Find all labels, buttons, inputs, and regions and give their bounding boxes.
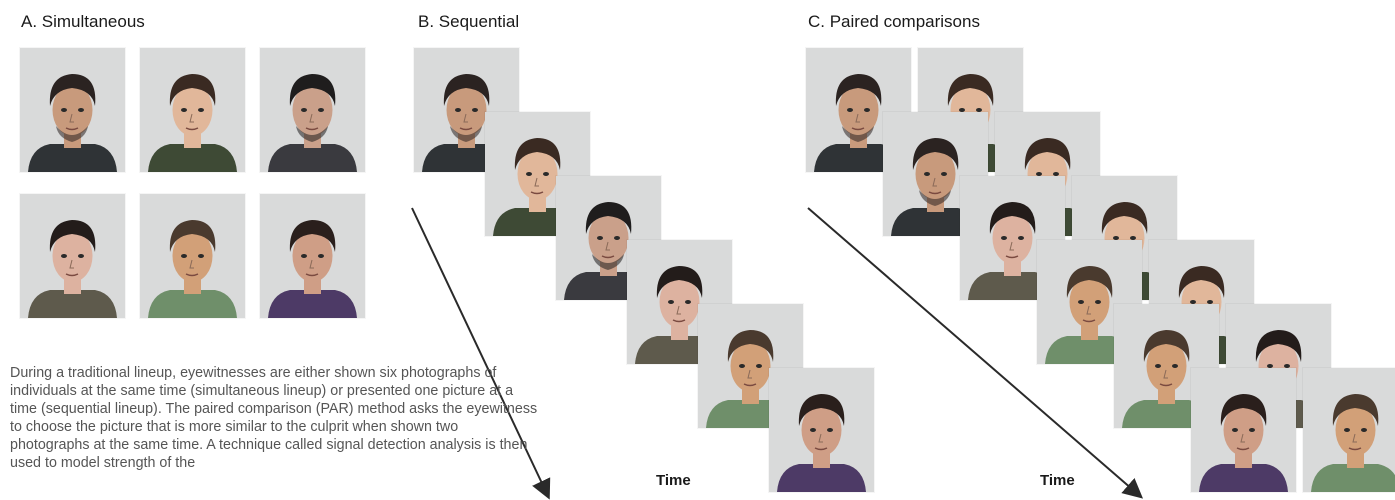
panel-a-title: A. Simultaneous xyxy=(21,12,145,31)
pair-left-photo-1 xyxy=(806,48,911,172)
lineup-photo-6 xyxy=(260,194,365,318)
time-label-c: Time xyxy=(1040,472,1075,489)
time-label-b: Time xyxy=(656,472,691,489)
sequential-photo-6 xyxy=(769,368,874,492)
panel-c-title: C. Paired comparisons xyxy=(808,12,980,31)
pair-left-photo-5 xyxy=(1114,304,1219,428)
pair-left-photo-4 xyxy=(1037,240,1142,364)
lineup-photo-2 xyxy=(140,48,245,172)
time-arrow-c xyxy=(807,207,1144,499)
lineup-photo-3 xyxy=(260,48,365,172)
pair-left-photo-6 xyxy=(1191,368,1296,492)
lineup-photo-5 xyxy=(140,194,245,318)
lineup-photo-4 xyxy=(20,194,125,318)
lineup-photo-1 xyxy=(20,48,125,172)
sequential-photo-4 xyxy=(627,240,732,364)
figure-caption: During a traditional lineup, eyewitnesse… xyxy=(10,365,538,471)
time-arrow-b xyxy=(411,207,551,500)
panel-b-title: B. Sequential xyxy=(418,12,520,31)
pair-right-photo-6 xyxy=(1303,368,1395,492)
